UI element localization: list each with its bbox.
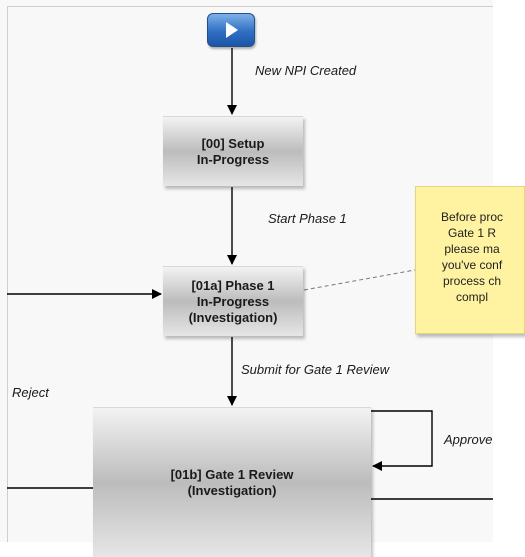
state-phase1[interactable]: [01a] Phase 1 In-Progress (Investigation… xyxy=(163,266,303,336)
connector-layer xyxy=(7,48,493,500)
canvas-border-left xyxy=(7,6,8,542)
state-gate1-label: [01b] Gate 1 Review (Investigation) xyxy=(170,466,294,498)
note-line: process ch xyxy=(442,274,502,288)
note-line: Before proc xyxy=(440,210,504,224)
state-setup[interactable]: [00] Setup In-Progress xyxy=(163,116,303,186)
note-line: Gate 1 R xyxy=(447,226,497,240)
note-line: please ma xyxy=(444,242,500,256)
canvas-border-top xyxy=(7,6,493,7)
sticky-note[interactable]: Before proc Gate 1 R please ma you've co… xyxy=(415,186,525,334)
edge-label-approve: Approve xyxy=(444,432,493,447)
note-line: compl xyxy=(455,290,488,304)
edge-gate1-self-loop xyxy=(371,410,433,471)
edge-label-submit: Submit for Gate 1 Review xyxy=(241,362,390,377)
play-icon xyxy=(226,22,238,38)
edge-label-start-phase: Start Phase 1 xyxy=(268,211,347,226)
state-phase1-label: [01a] Phase 1 In-Progress (Investigation… xyxy=(188,277,278,325)
note-line: you've conf xyxy=(441,258,503,272)
state-gate1-review[interactable]: [01b] Gate 1 Review (Investigation) xyxy=(93,407,371,557)
edge-label-reject: Reject xyxy=(12,385,49,400)
note-connector xyxy=(303,269,416,291)
diagram-canvas: [00] Setup In-Progress [01a] Phase 1 In-… xyxy=(7,6,525,557)
edge-label-new-npi: New NPI Created xyxy=(255,63,357,78)
start-event-button[interactable] xyxy=(207,13,255,47)
state-setup-label: [00] Setup In-Progress xyxy=(196,135,270,167)
